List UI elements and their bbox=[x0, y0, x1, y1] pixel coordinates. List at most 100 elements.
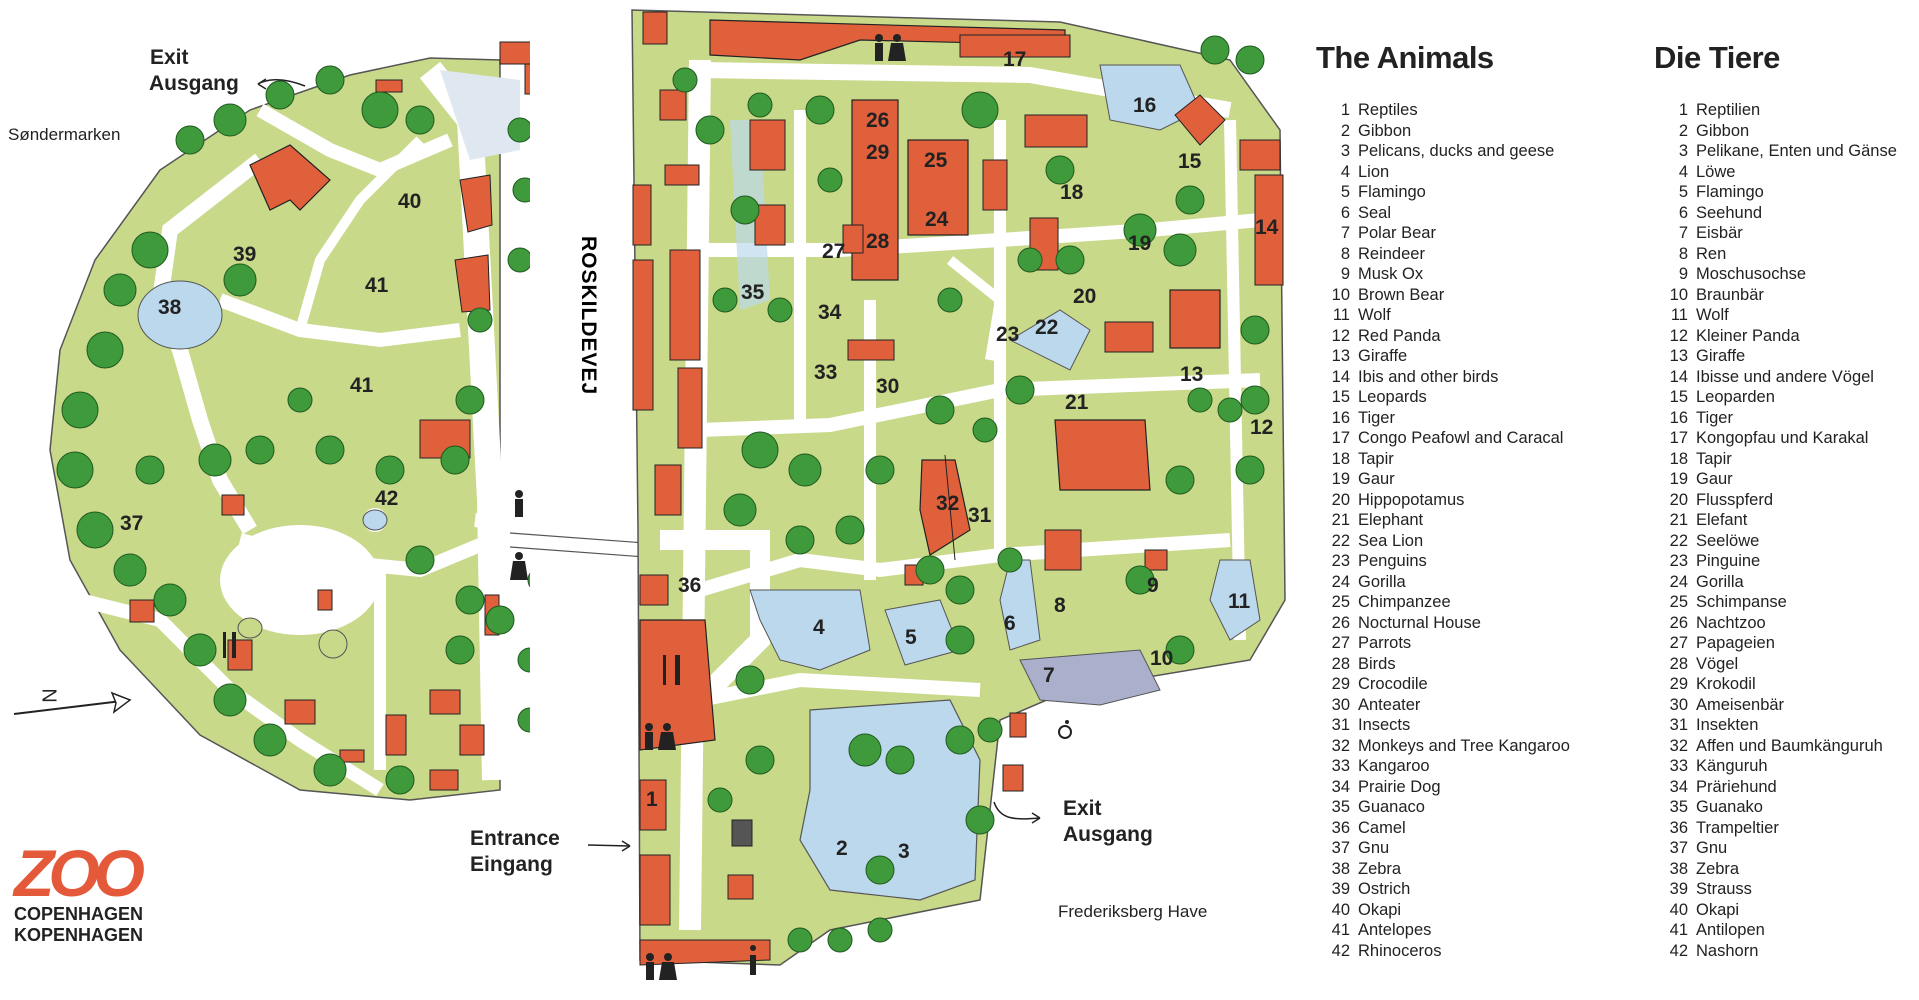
legend-item-name: Präriehund bbox=[1696, 777, 1777, 796]
legend-item-number: 12 bbox=[1669, 326, 1688, 345]
legend-item-number: 16 bbox=[1669, 408, 1688, 427]
legend-item-name: Congo Peafowl and Caracal bbox=[1358, 429, 1564, 447]
wheelchair-icon bbox=[1058, 720, 1072, 739]
legend-item-number: 20 bbox=[1669, 490, 1688, 509]
legend-item-name: Musk Ox bbox=[1358, 265, 1424, 283]
enclosure-number: 40 bbox=[398, 190, 421, 213]
legend-item-number: 24 bbox=[1669, 572, 1688, 591]
legend-item-number: 33 bbox=[1331, 757, 1350, 775]
legend-item-number: 36 bbox=[1331, 818, 1350, 837]
enclosure-number: 7 bbox=[1043, 664, 1055, 687]
legend-item-name: Elephant bbox=[1358, 511, 1424, 529]
enclosure-number: 13 bbox=[1180, 363, 1203, 386]
legend-item-number: 13 bbox=[1331, 347, 1350, 365]
legend-item-name: Moschusochse bbox=[1696, 265, 1807, 283]
exit-bottom-en: Exit bbox=[1063, 797, 1102, 820]
legend-item-number: 34 bbox=[1331, 777, 1350, 796]
legend-item-name: Vögel bbox=[1696, 654, 1739, 673]
trees-east bbox=[672, 35, 1270, 953]
legend-item-name: Camel bbox=[1358, 818, 1406, 837]
enclosure-number: 9 bbox=[1147, 574, 1159, 597]
legend-item-name: Tiger bbox=[1358, 408, 1395, 427]
enclosure-number: 12 bbox=[1250, 416, 1273, 439]
legend-item-number: 8 bbox=[1678, 244, 1688, 263]
legend-item-number: 37 bbox=[1331, 839, 1350, 857]
facility-icons bbox=[223, 34, 1072, 980]
enclosure-number: 36 bbox=[678, 574, 701, 597]
direction-arrows bbox=[257, 78, 1041, 852]
legend-item-number: 6 bbox=[1340, 203, 1350, 222]
legend-item-number: 1 bbox=[1678, 101, 1688, 119]
legend-item-name: Antilopen bbox=[1696, 921, 1765, 939]
legend-item-number: 3 bbox=[1678, 142, 1688, 160]
legend-item-name: Guanako bbox=[1696, 798, 1763, 816]
legend-item-number: 14 bbox=[1331, 367, 1350, 386]
legend-item-name: Parrots bbox=[1358, 634, 1412, 652]
enclosure-number: 27 bbox=[822, 240, 845, 263]
legend-item: 19 Gaur bbox=[1316, 469, 1570, 490]
legend-item-name: Papageien bbox=[1696, 634, 1775, 652]
exit-bottom-de: Ausgang bbox=[1063, 823, 1153, 846]
legend-item-number: 11 bbox=[1670, 306, 1688, 324]
east-grounds bbox=[631, 9, 1286, 966]
legend-item-number: 19 bbox=[1331, 470, 1350, 488]
legend-item-number: 23 bbox=[1331, 552, 1350, 570]
legend-item-number: 34 bbox=[1669, 777, 1688, 796]
legend-item-name: Hippopotamus bbox=[1358, 490, 1465, 509]
legend-item-number: 38 bbox=[1331, 859, 1350, 878]
legend-item-number: 40 bbox=[1331, 900, 1350, 919]
enclosure-number: 35 bbox=[741, 281, 765, 304]
legend-item-name: Flamingo bbox=[1696, 183, 1764, 201]
enclosure-number: 31 bbox=[968, 504, 992, 527]
legend-item-name: Ibis and other birds bbox=[1358, 367, 1499, 386]
enclosure-number: 18 bbox=[1060, 181, 1084, 204]
legend-item-name: Gnu bbox=[1696, 839, 1728, 857]
legend-item-name: Schimpanse bbox=[1696, 593, 1787, 611]
legend-item-name: Ibisse und andere Vögel bbox=[1696, 367, 1874, 386]
legend-item: 34 Präriehund bbox=[1654, 777, 1897, 798]
legend-item-name: Prairie Dog bbox=[1358, 777, 1441, 796]
exit-top-label: Exit bbox=[150, 46, 189, 69]
enclosure-number: 41 bbox=[350, 374, 374, 397]
legend-item-name: Guanaco bbox=[1358, 798, 1425, 816]
legend-item-name: Reindeer bbox=[1358, 244, 1425, 263]
legend-item-name: Gorilla bbox=[1696, 572, 1744, 591]
legend-item-number: 35 bbox=[1669, 798, 1688, 816]
legend-item-name: Anteater bbox=[1358, 695, 1421, 714]
legend-item-number: 30 bbox=[1669, 695, 1688, 714]
enclosure-number: 20 bbox=[1073, 285, 1096, 308]
legend-item-name: Gaur bbox=[1358, 470, 1395, 488]
legend-item-name: Flusspferd bbox=[1696, 490, 1774, 509]
legend-item-name: Reptilien bbox=[1696, 101, 1761, 119]
legend-item-name: Tapir bbox=[1358, 449, 1394, 468]
legend-item-name: Lion bbox=[1358, 162, 1390, 181]
entrance-de: Eingang bbox=[470, 853, 553, 876]
legend-item-number: 16 bbox=[1331, 408, 1350, 427]
legend-item-name: Nashorn bbox=[1696, 941, 1759, 960]
legend-item-number: 8 bbox=[1340, 244, 1350, 263]
legend-item-name: Gibbon bbox=[1696, 121, 1750, 140]
legend-item-number: 41 bbox=[1331, 921, 1350, 939]
legend-item-name: Nocturnal House bbox=[1358, 613, 1481, 632]
